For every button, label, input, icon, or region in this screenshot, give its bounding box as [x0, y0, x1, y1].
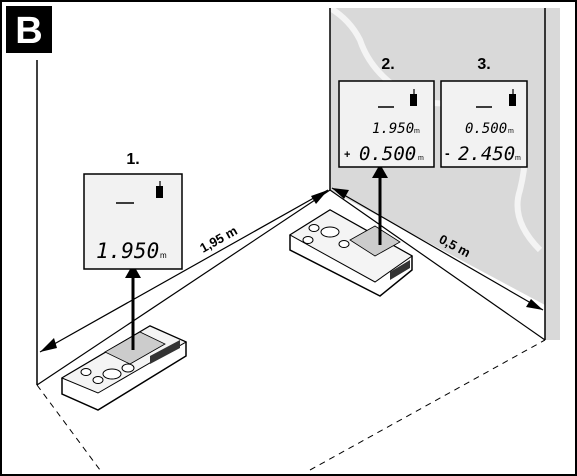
display-2-line1-unit: m — [414, 128, 420, 135]
step-3-number: 3. — [477, 56, 490, 73]
display-screen-2: 1.950 m + 0.500 m — [338, 80, 435, 168]
laser-device-2 — [289, 209, 413, 297]
arrowhead-short-start — [332, 188, 349, 199]
display-3-line1: 0.500 — [465, 121, 507, 137]
display-1-battery-icon — [156, 186, 163, 198]
display-3-line2-unit: m — [515, 155, 521, 162]
section-badge — [6, 6, 52, 53]
section-badge-letter: B — [15, 10, 42, 52]
floor-dash-right — [309, 339, 546, 471]
display-2-battery-icon — [410, 94, 417, 106]
dimension-line-long — [39, 189, 329, 353]
pointer-arrowhead-1 — [125, 264, 141, 278]
display-2-sign: + — [344, 149, 350, 161]
arrowhead-short-end — [526, 299, 543, 310]
floor-back-right — [329, 189, 546, 341]
pointer-arrowhead-2 — [372, 164, 388, 178]
step-2-number: 2. — [381, 56, 394, 73]
arrowhead-long-start — [40, 338, 57, 352]
floor-back-left — [36, 189, 331, 386]
step-1-number: 1. — [126, 151, 139, 168]
display-2-line2: 0.500 — [359, 143, 416, 165]
display-screen-3: 0.500 m - 2.450 m — [440, 80, 528, 168]
display-3-sign: - — [445, 145, 450, 161]
display-1-line2: 1.950 — [96, 239, 159, 263]
display-screen-1: 1.950 m — [83, 173, 183, 270]
arrowhead-long-end — [311, 190, 328, 204]
display-1-unit: m — [160, 251, 167, 260]
laser-device-1 — [60, 325, 188, 411]
display-2-line1: 1.950 — [372, 121, 414, 137]
display-3-battery-icon — [509, 94, 516, 106]
floor-dash-left — [36, 384, 101, 471]
display-3-line2: 2.450 — [458, 143, 515, 165]
dimension-line-short — [331, 187, 544, 311]
display-3-line1-unit: m — [508, 128, 514, 135]
display-2-line2-unit: m — [418, 155, 424, 162]
